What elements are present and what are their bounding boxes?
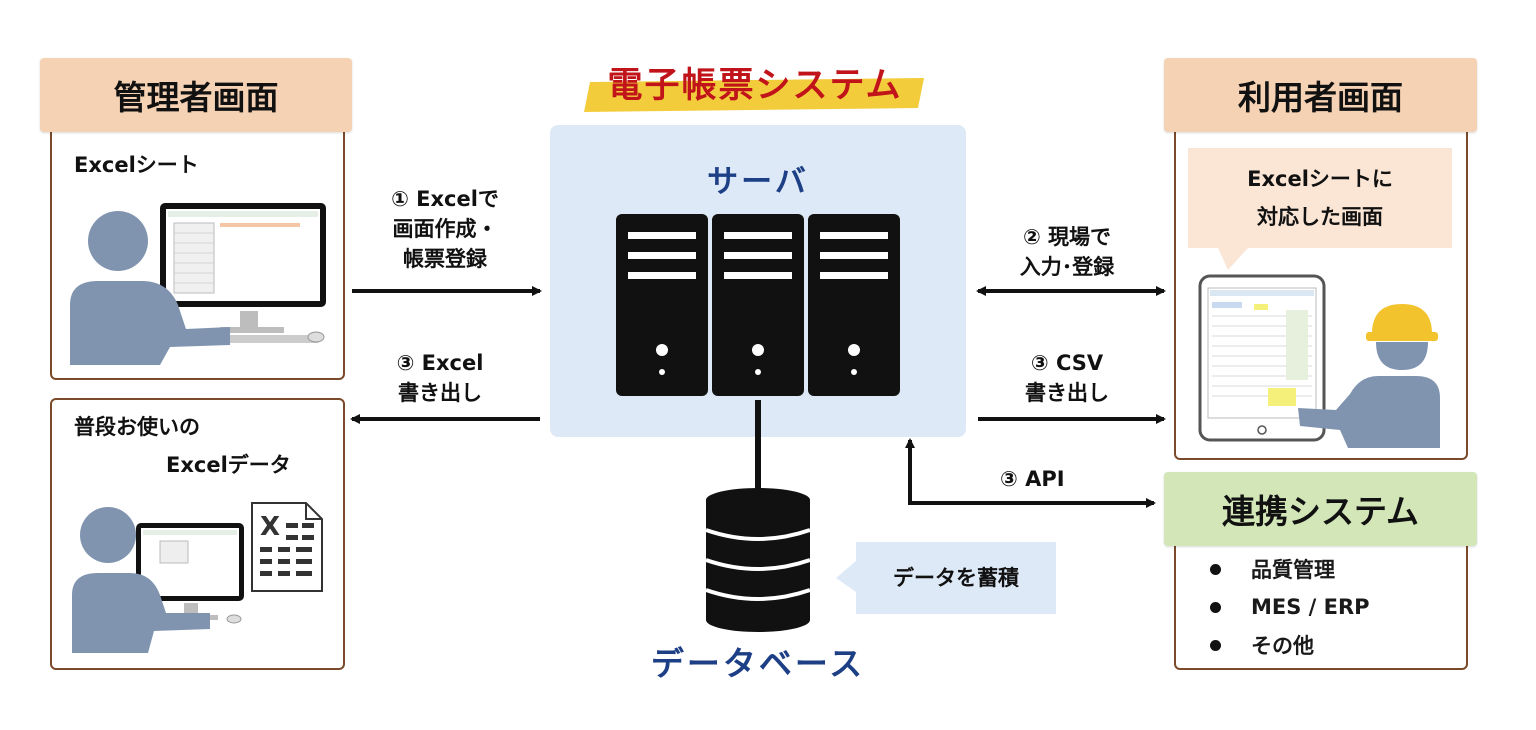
helmet-icon (1366, 304, 1438, 341)
diagram-title: 電子帳票システム (607, 66, 903, 106)
list-item: 品質管理 (1210, 550, 1370, 588)
bullet-icon (1210, 563, 1221, 575)
db-note-callout (836, 542, 1056, 614)
database-label: データベース (650, 644, 866, 683)
bubble-line: Excelシートに (1247, 167, 1393, 191)
monitor-icon (160, 203, 326, 343)
daily-data-label-line1: 普段お使いの (74, 415, 200, 439)
user-tab: 利用者画面 (1164, 58, 1477, 132)
user-bubble-text: Excelシートに 対応した画面 (1188, 160, 1452, 236)
arrow-label-field-input: ② 現場で 入力･登録 (992, 222, 1142, 282)
arrow-label-line: 書き出し (398, 381, 482, 405)
integration-list: 品質管理 MES / ERP その他 (1210, 550, 1370, 664)
arrow-api (905, 438, 1156, 508)
excel-file-icon: X (251, 502, 323, 592)
admin-data-illustration: X (72, 502, 323, 653)
database-note: データを蓄積 (893, 566, 1019, 590)
person-icon (70, 211, 230, 365)
arrow-label-line: ① Excelで (391, 187, 499, 211)
person-icon (72, 507, 210, 653)
server-icon (616, 214, 900, 396)
list-item-label: 品質管理 (1251, 558, 1335, 582)
arrow-label-api: ③ API (1000, 467, 1065, 491)
list-item-label: MES / ERP (1251, 595, 1370, 619)
bullet-icon (1210, 601, 1221, 613)
user-illustration (1198, 274, 1440, 448)
tablet-icon (1198, 274, 1326, 442)
bubble-line: 対応した画面 (1257, 205, 1383, 229)
arrow-label-excel-create: ① Excelで 画面作成・ 帳票登録 (360, 184, 530, 274)
arrow-label-line: ② 現場で (1022, 225, 1112, 249)
daily-data-label-line2: Excelデータ (166, 453, 291, 477)
title-highlight (584, 78, 924, 112)
arrow-label-line: ③ Excel (396, 351, 484, 375)
arrow-label-csv-export: ③ CSV 書き出し (992, 348, 1142, 408)
arrow-label-excel-export: ③ Excel 書き出し (365, 348, 515, 408)
arrow-label-line: 入力･登録 (1019, 255, 1115, 279)
list-item: MES / ERP (1210, 588, 1370, 626)
arrow-label-line: 帳票登録 (403, 247, 487, 271)
list-item: その他 (1210, 626, 1370, 664)
arrow-label-line: 画面作成・ (392, 217, 498, 241)
svg-text:X: X (260, 512, 280, 542)
admin-illustration (70, 203, 326, 365)
arrow-label-line: ③ CSV (1030, 351, 1104, 375)
person-icon (1298, 342, 1440, 448)
server-label: サーバ (707, 164, 809, 200)
database-icon (705, 488, 811, 632)
list-item-label: その他 (1251, 634, 1314, 658)
arrow-label-line: 書き出し (1025, 381, 1109, 405)
bullet-icon (1210, 639, 1221, 651)
integration-tab: 連携システム (1164, 472, 1477, 546)
admin-tab: 管理者画面 (40, 58, 352, 132)
excel-sheet-label: Excelシート (74, 153, 199, 177)
monitor-icon (136, 523, 244, 624)
user-bubble-shape (1188, 148, 1452, 270)
